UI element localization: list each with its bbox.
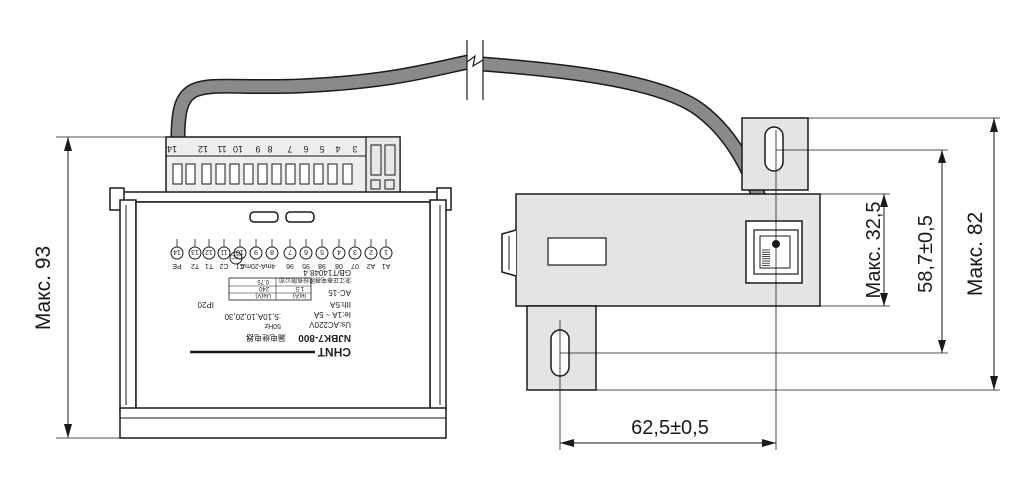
nameplate-brand: CHNT [317, 345, 351, 359]
terminal-screw-slot [185, 163, 196, 185]
table-cell-ue: 240 [258, 285, 269, 291]
terminal-screw-slot [172, 163, 183, 185]
dimension-side-hole-spacing: 58,7±0,5 [915, 150, 946, 353]
top-mounting-tab [741, 117, 809, 191]
terminal-circle-number: 11 [220, 248, 227, 255]
terminal-label: 98 [318, 262, 326, 269]
dimension-front-height: Макс. 93 [32, 136, 166, 439]
ccc-mark-icon: CCC [229, 251, 243, 265]
terminal-number: 10 [233, 144, 243, 154]
side-total-height-label: Макс. 82 [964, 212, 987, 296]
terminal-label: T1 [205, 262, 213, 269]
nameplate-model: NJBK7-800 [298, 332, 351, 343]
terminal-screw-slot [313, 163, 324, 185]
housing [109, 187, 452, 439]
nameplate-type: 漏电继电器 [246, 333, 286, 343]
terminal-screw-slot [243, 163, 254, 185]
terminal-screw-slot [271, 163, 282, 185]
terminal-screw-slot [327, 163, 338, 185]
dimension-side-total-height: Макс. 82 [964, 118, 998, 390]
terminal-number: 3 [352, 144, 357, 154]
terminal-circle-number: 8 [270, 248, 274, 255]
side-body-height-label: Макс. 32,5 [863, 201, 885, 298]
terminal-number: 9 [255, 144, 260, 154]
dimension-side-body-height: Макс. 32,5 [863, 194, 888, 306]
terminal-number: 6 [303, 144, 308, 154]
terminal-circle-number: 12 [205, 248, 213, 255]
front-height-label: Макс. 93 [32, 246, 55, 330]
nameplate-ith: Ith:5A [329, 300, 351, 309]
table-cell-extra: 0.75 [257, 278, 269, 284]
side-view [501, 117, 821, 391]
nameplate-current: Ie:1A ~ 5A [313, 310, 351, 319]
nameplate: CHNT NJBK7-800 漏电继电器 50Hz Us:AC220V :5,1… [197, 251, 351, 359]
terminal-label: 4mA-20mA [240, 262, 275, 269]
terminal-label: 07 [351, 262, 359, 269]
table-cell-ie: 1.5 [295, 285, 304, 291]
terminal-number: 4 [335, 144, 340, 154]
terminal-circle-number: 1 [384, 248, 388, 255]
terminal-circle-number: 6 [304, 248, 308, 255]
terminal-number: 14 [167, 144, 177, 154]
nameplate-ac: AC-15 [328, 288, 351, 297]
nameplate-standard: GB/T14048.4 [303, 268, 351, 277]
terminal-circle-number: 4 [337, 248, 341, 255]
terminal-circle-number: 3 [353, 248, 357, 255]
nameplate-voltage: Us:AC220V [309, 320, 351, 329]
bottom-mounting-tab [526, 305, 597, 391]
terminal-number: 8 [267, 144, 272, 154]
side-hole-horizontal-label: 62,5±0,5 [631, 417, 709, 439]
terminal-screw-slot [229, 163, 240, 185]
terminal-circle-number: 13 [191, 248, 199, 255]
terminal-circle-number: 2 [369, 248, 373, 255]
terminal-circle-number: 10 [236, 248, 244, 255]
terminal-screw-slot [285, 163, 296, 185]
terminal-circle-number: 5 [320, 248, 324, 255]
dimension-side-hole-horizontal: 62,5±0,5 [560, 417, 776, 447]
terminal-label: 95 [302, 262, 310, 269]
rj-connector [745, 220, 803, 284]
terminal-label: T2 [191, 262, 199, 269]
terminal-label: 08 [335, 262, 343, 269]
terminal-label: PE [172, 262, 182, 269]
cable-break-mark [466, 38, 484, 100]
terminal-number: 5 [319, 144, 324, 154]
nameplate-manufacturer: 浙江正泰电器股份有限公司 [279, 276, 351, 284]
terminal-circle-number: 7 [288, 248, 292, 255]
terminal-label: A2 [367, 262, 376, 269]
terminal-label: 96 [286, 262, 294, 269]
nameplate-table: Ie(A) Ue(V) 1.5 240 0.75 [228, 277, 312, 301]
terminal-label: A1 [382, 262, 391, 269]
terminal-screw-slot [215, 163, 226, 185]
nameplate-ip: IP20 [197, 300, 214, 309]
table-header-ue: Ue(V) [255, 292, 271, 298]
terminal-block [165, 136, 401, 195]
terminal-number: 7 [287, 144, 292, 154]
terminal-screw-slot [201, 163, 212, 185]
dimension-side-extensions [559, 117, 1000, 450]
terminal-circle-number: 14 [173, 248, 181, 255]
terminal-number: 12 [198, 144, 208, 154]
side-hole-spacing-label: 58,7±0,5 [915, 215, 937, 293]
nameplate-ranges: :5,10A,10,20,30 [224, 312, 281, 321]
terminal-screw-slot [342, 163, 353, 185]
terminal-label: C1 [235, 262, 244, 269]
terminal-circle-number: 9 [254, 248, 258, 255]
svg-text:CCC: CCC [231, 253, 242, 259]
table-header-ie: Ie(A) [293, 292, 306, 298]
terminal-number: 11 [217, 144, 226, 154]
terminal-label: C2 [219, 262, 228, 269]
nameplate-frequency: 50Hz [264, 322, 281, 329]
terminal-screw-slot [299, 163, 310, 185]
terminal-screw-slot [257, 163, 268, 185]
